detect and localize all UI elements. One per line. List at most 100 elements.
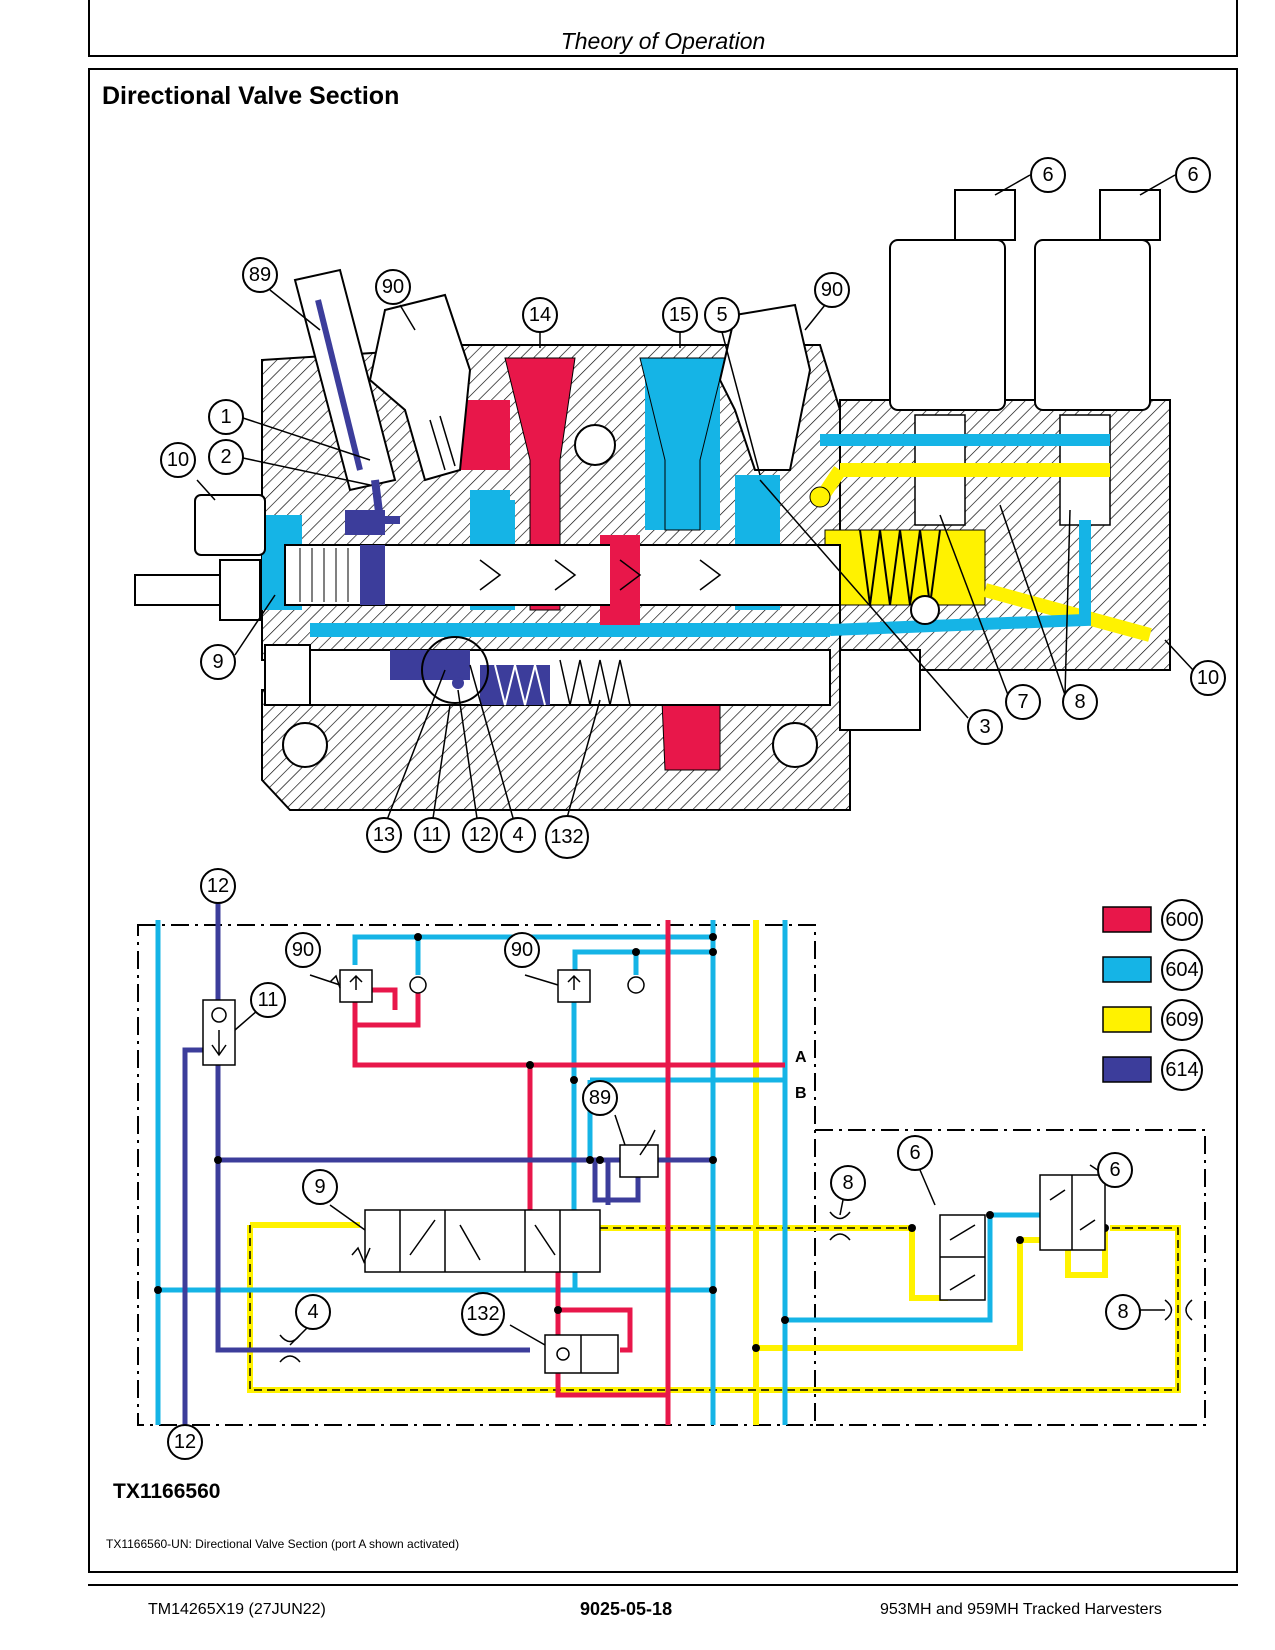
- valve-section-view: 89 90 14 15 5 90 6 6 1 2 10 9 10 7 8 3 1…: [134, 157, 1226, 859]
- footer-rule: [88, 1584, 1238, 1586]
- svg-text:90: 90: [292, 939, 314, 961]
- schem-callout-12-top: 12: [200, 868, 236, 904]
- callout-6-left: 6: [1030, 157, 1066, 193]
- callout-1: 1: [208, 399, 244, 435]
- legend-swatch-604: [1102, 956, 1152, 983]
- svg-text:11: 11: [422, 824, 443, 846]
- svg-text:600: 600: [1165, 909, 1198, 931]
- svg-text:90: 90: [821, 279, 843, 301]
- compensator-spool: [309, 649, 831, 706]
- figure-caption: TX1166560-UN: Directional Valve Section …: [106, 1537, 460, 1551]
- port-a-label: A: [795, 1049, 807, 1066]
- schem-callout-90-left: 90: [285, 932, 321, 968]
- schematic-relief-valve-89: [619, 1129, 659, 1178]
- callout-10-right: 10: [1190, 660, 1226, 696]
- svg-text:2: 2: [220, 446, 231, 468]
- schem-callout-132: 132: [461, 1292, 505, 1336]
- svg-text:609: 609: [1165, 1009, 1198, 1031]
- schematic-relief-valve-1: [329, 969, 427, 1003]
- svg-text:3: 3: [979, 716, 990, 738]
- callout-132: 132: [545, 815, 589, 859]
- section-title: Directional Valve Section: [102, 82, 400, 110]
- schem-callout-12-bottom: 12: [167, 1424, 203, 1460]
- svg-text:6: 6: [1109, 1159, 1120, 1181]
- page-header-title: Theory of Operation: [560, 28, 766, 54]
- svg-text:9: 9: [314, 1176, 325, 1198]
- callout-12: 12: [462, 817, 498, 853]
- svg-text:6: 6: [1042, 164, 1053, 186]
- svg-text:11: 11: [258, 989, 279, 1011]
- callout-15: 15: [662, 297, 698, 333]
- svg-text:13: 13: [373, 824, 395, 846]
- svg-text:1: 1: [220, 406, 231, 428]
- schematic-check-valve-11: [202, 999, 236, 1066]
- callout-5: 5: [704, 297, 740, 333]
- callout-90-left: 90: [375, 269, 411, 305]
- svg-text:8: 8: [1074, 691, 1085, 713]
- svg-text:12: 12: [207, 875, 229, 897]
- schem-callout-89: 89: [582, 1080, 618, 1116]
- schem-callout-4: 4: [295, 1294, 331, 1330]
- svg-text:90: 90: [382, 276, 404, 298]
- hydraulic-schematic: A B 12 12 90 90 11 89 9 4 132 8 8 6 6: [137, 868, 1206, 1460]
- callout-8: 8: [1062, 684, 1098, 720]
- schem-callout-6-left: 6: [897, 1135, 933, 1171]
- schematic-solenoid-valve-left: [939, 1214, 986, 1301]
- footer-page-number: 9025-05-18: [580, 1599, 673, 1619]
- footer-document-id: TM14265X19 (27JUN22): [148, 1601, 326, 1618]
- callout-10-left: 10: [160, 442, 196, 478]
- callout-4: 4: [500, 817, 536, 853]
- svg-text:10: 10: [167, 449, 189, 471]
- svg-text:10: 10: [1197, 667, 1219, 689]
- callout-6-right: 6: [1175, 157, 1211, 193]
- footer-product-name: 953MH and 959MH Tracked Harvesters: [880, 1601, 1162, 1618]
- callout-14: 14: [522, 297, 558, 333]
- callout-7: 7: [1005, 684, 1041, 720]
- schem-callout-90-right: 90: [504, 932, 540, 968]
- header-box: Theory of Operation: [88, 0, 1238, 57]
- port-relief-valve-right: [718, 303, 812, 471]
- svg-text:5: 5: [716, 304, 727, 326]
- svg-text:89: 89: [249, 264, 271, 286]
- svg-text:12: 12: [174, 1431, 196, 1453]
- legend-swatch-609: [1102, 1006, 1152, 1033]
- svg-text:14: 14: [529, 304, 551, 326]
- svg-text:8: 8: [1117, 1301, 1128, 1323]
- callout-90-right: 90: [814, 272, 850, 308]
- schem-callout-9: 9: [302, 1169, 338, 1205]
- callout-11: 11: [414, 817, 450, 853]
- legend-swatch-614: [1102, 1056, 1152, 1083]
- svg-text:90: 90: [511, 939, 533, 961]
- svg-text:604: 604: [1165, 959, 1198, 981]
- svg-text:89: 89: [589, 1087, 611, 1109]
- callout-3: 3: [967, 709, 1003, 745]
- callout-2: 2: [208, 439, 244, 475]
- svg-text:6: 6: [909, 1142, 920, 1164]
- svg-text:6: 6: [1187, 164, 1198, 186]
- callout-9: 9: [200, 644, 236, 680]
- schematic-solenoid-valve-right: [1039, 1174, 1106, 1251]
- svg-text:9: 9: [212, 651, 223, 673]
- svg-text:4: 4: [512, 824, 523, 846]
- callout-89: 89: [242, 257, 278, 293]
- schem-callout-11: 11: [250, 982, 286, 1018]
- port-b-label: B: [795, 1085, 807, 1102]
- schematic-directional-valve-9: [351, 1209, 601, 1273]
- svg-text:614: 614: [1165, 1059, 1198, 1081]
- figure-id: TX1166560: [113, 1480, 221, 1503]
- svg-text:15: 15: [669, 304, 691, 326]
- svg-text:132: 132: [550, 826, 583, 848]
- legend-swatch-600: [1102, 906, 1152, 933]
- solenoid-right: [1034, 189, 1161, 411]
- callout-13: 13: [366, 817, 402, 853]
- figure-frame: [88, 68, 1238, 1573]
- schem-callout-8-right: 8: [1105, 1294, 1141, 1330]
- solenoid-left: [889, 189, 1016, 411]
- svg-text:8: 8: [842, 1172, 853, 1194]
- svg-text:12: 12: [469, 824, 491, 846]
- schematic-relief-valve-2: [557, 969, 645, 1003]
- svg-text:7: 7: [1017, 691, 1028, 713]
- svg-text:4: 4: [307, 1301, 318, 1323]
- color-legend: 600 604 609 614: [1102, 899, 1203, 1091]
